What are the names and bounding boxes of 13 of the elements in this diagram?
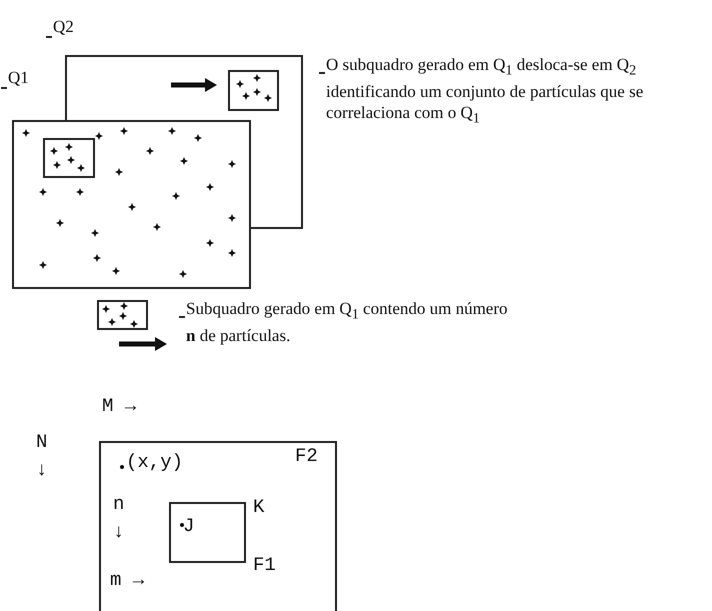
axis-label: N ↓ [36, 430, 48, 483]
axis-label: M → [102, 396, 136, 417]
frame-label: Q1 [8, 68, 29, 88]
point-label: J [183, 516, 194, 537]
annotation-text: O subquadro gerado em Q$_{1}$ desloca-se em Q$_{2}$ identificando um conjunto de partículas que se correlaciona com o Q$_{1}$ [326, 54, 644, 129]
frame-label: Q2 [53, 17, 74, 37]
frame-label: F1 [253, 554, 276, 576]
coordinate-label: (x,y) [126, 452, 184, 473]
frame-label: K [253, 496, 264, 518]
legend-text: Subquadro gerado em Q$_{1}$ contendo um número n de partículas. [186, 298, 509, 346]
axis-label: m → [110, 570, 144, 591]
axis-label: n ↓ [113, 492, 126, 545]
frame-label: F2 [295, 445, 318, 467]
